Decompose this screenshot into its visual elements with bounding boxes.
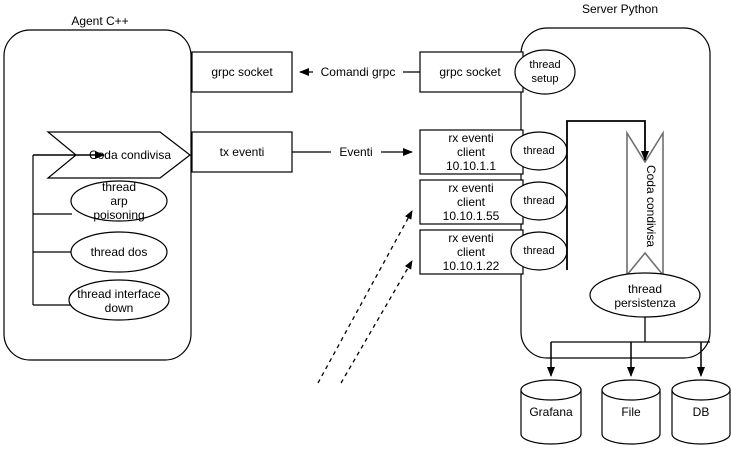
edge-dashed-client-3 [340,260,413,384]
store-file-shape [601,379,661,445]
agent-thread-dos-shape [70,231,168,273]
agent-thread-interface-down-shape [68,279,170,321]
server-grpc-socket-shape [419,51,524,93]
server-thread-client-3-shape [510,231,568,271]
agent-thread-arp-poisoning-shape [70,180,168,222]
server-rx-client-3-shape [419,229,524,275]
server-shared-queue-label: Coda condivisa [644,164,658,248]
server-queue-feed [566,120,649,270]
agent-tx-eventi-shape [191,131,293,173]
server-thread-persistenza-shape [589,272,701,318]
store-grafana-shape [520,379,582,445]
server-rx-client-2-shape [419,179,524,225]
agent-container [3,29,192,361]
server-thread-setup-shape [514,49,576,95]
server-thread-client-2-shape [510,181,568,221]
store-db-shape [671,379,731,445]
edge-dashed-client-2 [317,210,413,384]
server-thread-client-1-shape [510,131,568,171]
agent-grpc-socket-shape [191,51,293,93]
server-rx-client-1-shape [419,129,524,175]
